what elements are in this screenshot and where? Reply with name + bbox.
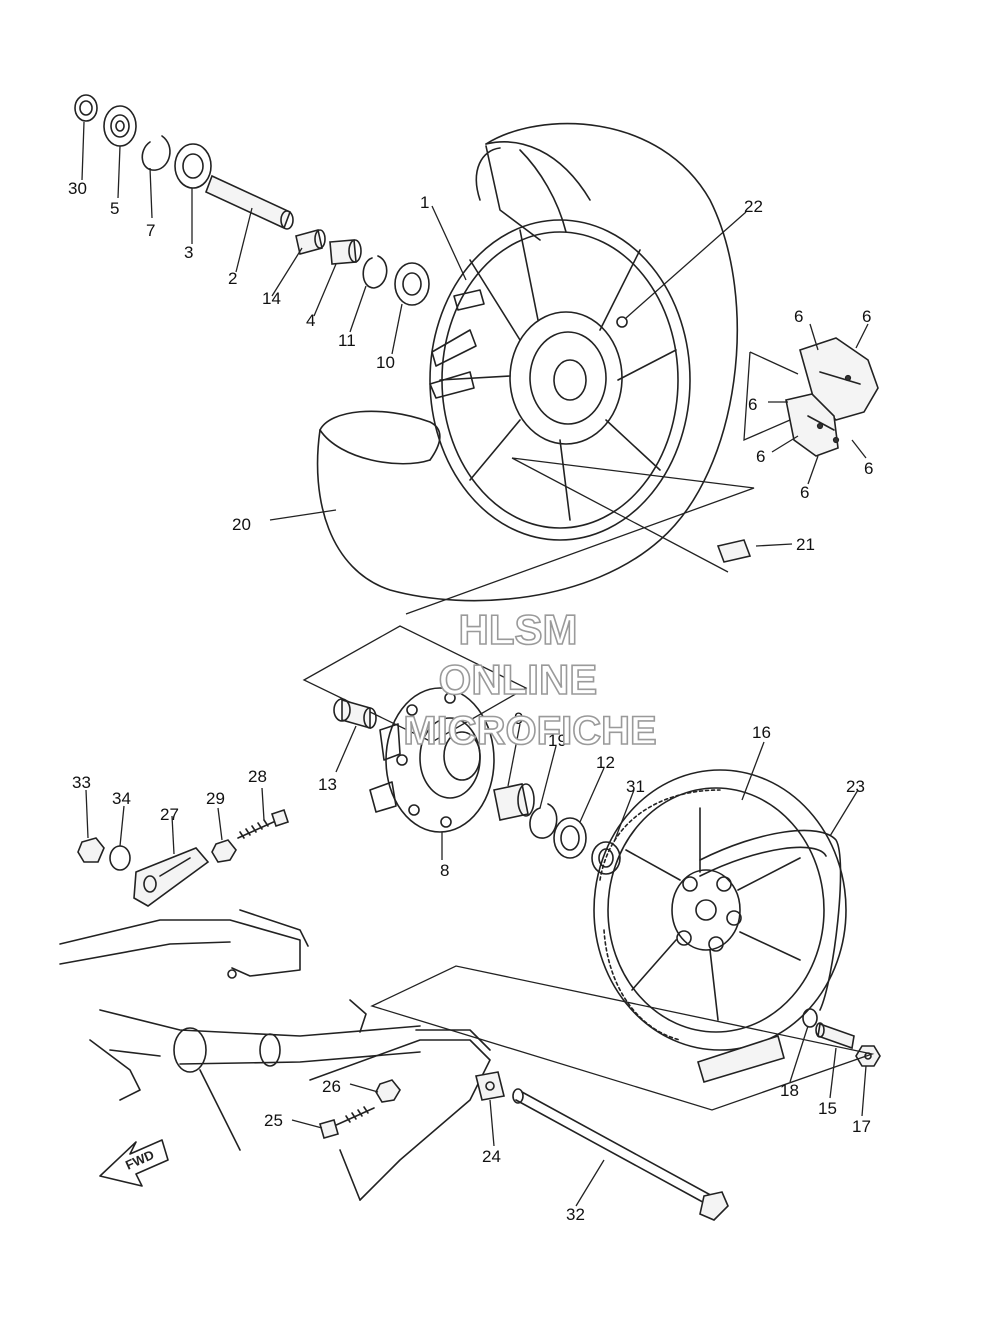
callout-3: 3 bbox=[184, 243, 193, 262]
callout-19: 19 bbox=[548, 731, 567, 750]
leader-lines bbox=[81, 121, 869, 1207]
callout-6f: 6 bbox=[800, 483, 809, 502]
callout-23: 23 bbox=[846, 777, 865, 796]
callout-13: 13 bbox=[318, 775, 337, 794]
driven-pulley-16 bbox=[593, 769, 847, 1051]
callout-20: 20 bbox=[232, 515, 251, 534]
callout-6d: 6 bbox=[756, 447, 765, 466]
callout-labels: 30 5 7 3 2 14 4 11 10 1 22 6 6 6 6 6 6 2… bbox=[68, 179, 873, 1224]
callout-7: 7 bbox=[146, 221, 155, 240]
callout-2: 2 bbox=[228, 269, 237, 288]
collar-13 bbox=[333, 698, 377, 730]
driven-flange-8 bbox=[369, 687, 495, 833]
needle-bearing-4 bbox=[329, 239, 362, 265]
callout-33: 33 bbox=[72, 773, 91, 792]
bearing-5 bbox=[103, 105, 137, 147]
axle-spacer-2 bbox=[204, 174, 294, 230]
oil-seal-12 bbox=[553, 817, 587, 859]
circlip-11 bbox=[362, 255, 388, 289]
callout-12: 12 bbox=[596, 753, 615, 772]
nut-33 bbox=[77, 837, 105, 863]
callout-32: 32 bbox=[566, 1205, 585, 1224]
callout-6e: 6 bbox=[864, 459, 873, 478]
collar-14 bbox=[295, 229, 326, 255]
callout-14: 14 bbox=[262, 289, 281, 308]
callout-11: 11 bbox=[338, 331, 356, 350]
callout-5: 5 bbox=[110, 199, 119, 218]
callout-6c: 6 bbox=[748, 395, 757, 414]
callout-1: 1 bbox=[420, 193, 429, 212]
bolt-25 bbox=[319, 1106, 375, 1139]
callout-30: 30 bbox=[68, 179, 87, 198]
callout-24: 24 bbox=[482, 1147, 501, 1166]
callout-31: 31 bbox=[626, 777, 645, 796]
callout-18: 18 bbox=[780, 1081, 799, 1100]
callout-25: 25 bbox=[264, 1111, 283, 1130]
callout-22: 22 bbox=[744, 197, 763, 216]
washer-18 bbox=[802, 1008, 818, 1028]
circlip-19 bbox=[529, 803, 558, 839]
watermark: HLSM ONLINE MICROFICHE bbox=[403, 605, 658, 754]
callout-10: 10 bbox=[376, 353, 395, 372]
callout-21: 21 bbox=[796, 535, 815, 554]
callout-4: 4 bbox=[306, 311, 315, 330]
rear-axle-32 bbox=[512, 1088, 729, 1221]
swingarm bbox=[59, 909, 491, 1201]
callout-6b: 6 bbox=[862, 307, 871, 326]
needle-bearing-9 bbox=[493, 783, 535, 821]
watermark-line-2: ONLINE bbox=[439, 656, 598, 703]
forward-direction-arrow: FWD bbox=[99, 1139, 169, 1187]
bearing-3 bbox=[174, 143, 212, 189]
callout-27: 27 bbox=[160, 805, 179, 824]
hub-damper-6 bbox=[785, 337, 879, 457]
collar-31 bbox=[591, 841, 621, 875]
bearing-10 bbox=[394, 262, 430, 306]
axle-group-outline bbox=[370, 965, 875, 1111]
drive-belt-23 bbox=[697, 829, 842, 1083]
seal-30 bbox=[74, 94, 98, 122]
watermark-line-3: MICROFICHE bbox=[403, 709, 656, 753]
bolt-28 bbox=[237, 808, 290, 839]
washer-34 bbox=[109, 845, 131, 871]
callout-16: 16 bbox=[752, 723, 771, 742]
bolt-15 bbox=[815, 1022, 855, 1050]
callout-28: 28 bbox=[248, 767, 267, 786]
valve-21 bbox=[716, 539, 752, 563]
chain-puller-24 bbox=[475, 1071, 505, 1101]
adjuster-plate-27 bbox=[133, 847, 210, 907]
callout-34: 34 bbox=[112, 789, 131, 808]
callout-6a: 6 bbox=[794, 307, 803, 326]
callout-29: 29 bbox=[206, 789, 225, 808]
nut-26 bbox=[375, 1079, 401, 1103]
callout-26: 26 bbox=[322, 1077, 341, 1096]
rear-wheel-1 bbox=[316, 122, 739, 602]
damper-bracket-line bbox=[743, 351, 799, 442]
callout-9: 9 bbox=[514, 709, 523, 728]
watermark-line-1: HLSM bbox=[459, 606, 578, 653]
hub-group-outline bbox=[302, 625, 528, 743]
nut-29 bbox=[211, 839, 237, 863]
circlip-7 bbox=[141, 135, 171, 171]
callout-8: 8 bbox=[440, 861, 449, 880]
forward-direction-label: FWD bbox=[123, 1147, 156, 1173]
callout-15: 15 bbox=[818, 1099, 837, 1118]
callout-17: 17 bbox=[852, 1117, 871, 1136]
wheel-valve-reference-line bbox=[405, 457, 755, 615]
